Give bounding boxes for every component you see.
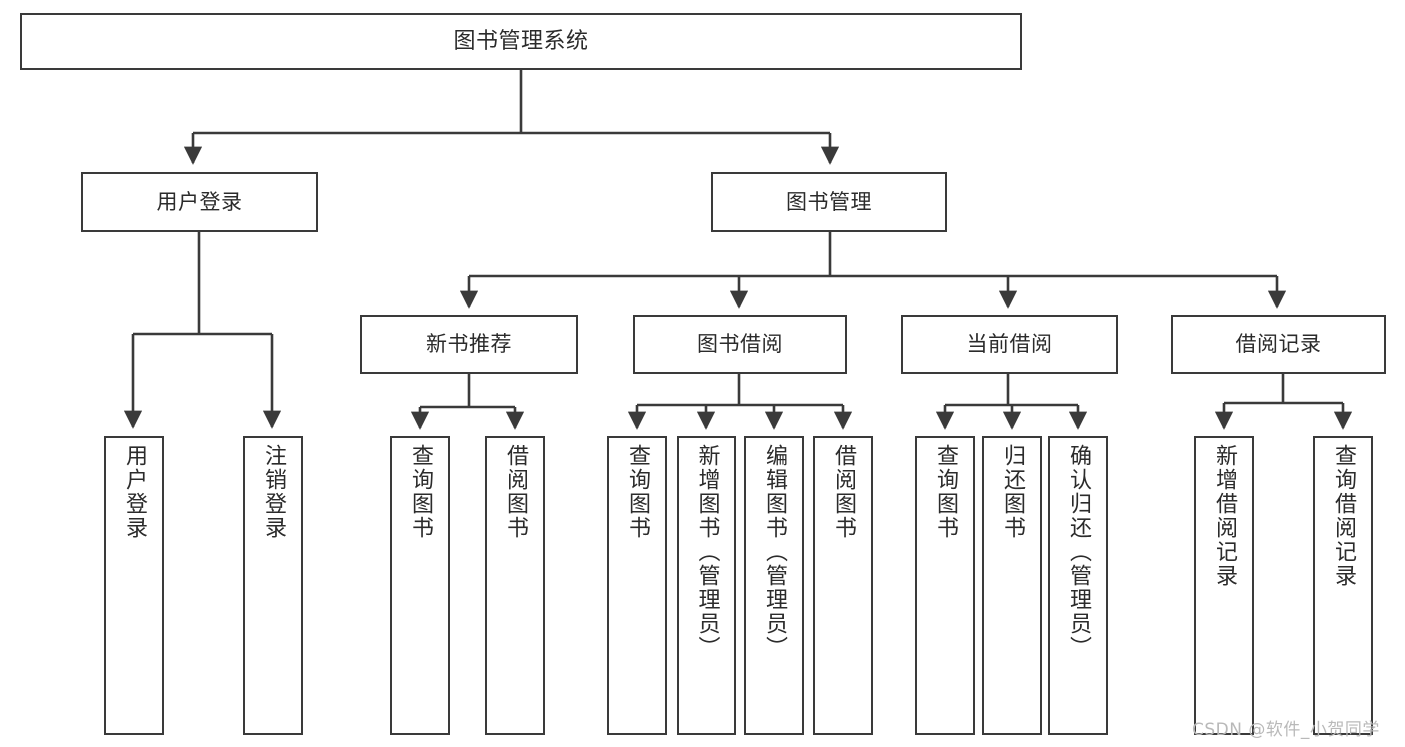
leaf-confirm-return-admin[interactable]: 确认归还（管理员） bbox=[1048, 436, 1108, 735]
node-label: 图书借阅 bbox=[697, 332, 783, 357]
leaf-query-book-borrow[interactable]: 查询图书 bbox=[607, 436, 667, 735]
leaf-query-book-current[interactable]: 查询图书 bbox=[915, 436, 975, 735]
node-label: 确认归还（管理员） bbox=[1066, 444, 1091, 660]
node-label: 新书推荐 bbox=[426, 332, 512, 357]
leaf-return-book[interactable]: 归还图书 bbox=[982, 436, 1042, 735]
node-label: 图书管理 bbox=[786, 189, 872, 214]
node-label: 新增借阅记录 bbox=[1212, 444, 1237, 588]
node-label: 用户登录 bbox=[122, 444, 147, 540]
node-label: 用户登录 bbox=[156, 189, 243, 214]
node-book-borrow[interactable]: 图书借阅 bbox=[633, 315, 847, 374]
node-new-book-recommend[interactable]: 新书推荐 bbox=[360, 315, 578, 374]
leaf-query-borrow-record[interactable]: 查询借阅记录 bbox=[1313, 436, 1373, 735]
node-book-management[interactable]: 图书管理 bbox=[711, 172, 947, 232]
leaf-user-login[interactable]: 用户登录 bbox=[104, 436, 164, 735]
node-label: 借阅记录 bbox=[1235, 332, 1322, 357]
leaf-borrow-book-recommend[interactable]: 借阅图书 bbox=[485, 436, 545, 735]
node-label: 查询图书 bbox=[933, 444, 958, 540]
csdn-watermark: CSDN @软件_小贺同学 bbox=[1192, 720, 1380, 740]
node-label: 查询借阅记录 bbox=[1331, 444, 1356, 588]
node-label: 查询图书 bbox=[408, 444, 433, 540]
node-label: 编辑图书（管理员） bbox=[762, 444, 787, 660]
node-label: 注销登录 bbox=[261, 444, 286, 540]
node-user-login[interactable]: 用户登录 bbox=[81, 172, 318, 232]
node-label: 新增图书（管理员） bbox=[694, 444, 720, 660]
node-root-system[interactable]: 图书管理系统 bbox=[20, 13, 1022, 70]
leaf-add-book-admin[interactable]: 新增图书（管理员） bbox=[677, 436, 736, 735]
leaf-edit-book-admin[interactable]: 编辑图书（管理员） bbox=[744, 436, 804, 735]
node-label: 图书管理系统 bbox=[453, 28, 589, 54]
leaf-borrow-book[interactable]: 借阅图书 bbox=[813, 436, 873, 735]
node-label: 归还图书 bbox=[1000, 444, 1025, 540]
node-label: 借阅图书 bbox=[831, 444, 856, 540]
leaf-logout[interactable]: 注销登录 bbox=[243, 436, 303, 735]
node-borrow-record[interactable]: 借阅记录 bbox=[1171, 315, 1386, 374]
leaf-add-borrow-record[interactable]: 新增借阅记录 bbox=[1194, 436, 1254, 735]
node-current-borrow[interactable]: 当前借阅 bbox=[901, 315, 1118, 374]
node-label: 查询图书 bbox=[625, 444, 650, 540]
node-label: 当前借阅 bbox=[966, 332, 1053, 357]
leaf-query-book-recommend[interactable]: 查询图书 bbox=[390, 436, 450, 735]
node-label: 借阅图书 bbox=[503, 444, 528, 540]
